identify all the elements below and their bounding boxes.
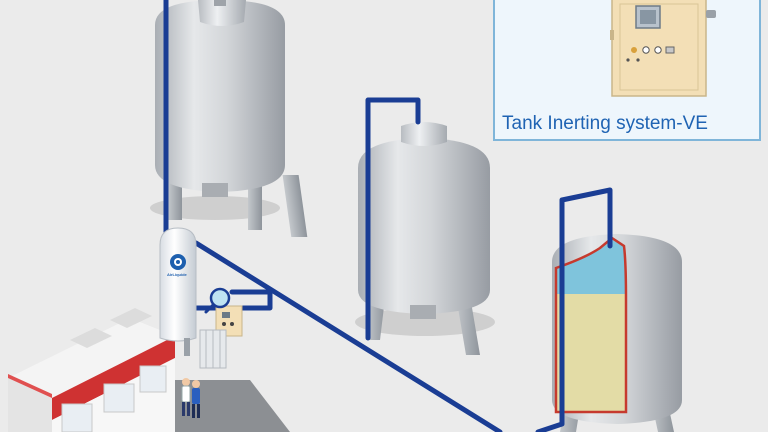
magnifier-icon (204, 287, 231, 314)
callout-panel: Tank Inerting system-VE (493, 0, 761, 141)
worker-figures (181, 378, 200, 418)
liquid-level (556, 294, 626, 412)
control-cabinet-illustration (610, 0, 716, 97)
process-tank-3-cutaway (552, 234, 682, 432)
building (8, 308, 175, 432)
nitrogen-storage-vessel (159, 227, 197, 356)
gas-blanket (556, 238, 626, 300)
process-tank-2 (355, 122, 495, 355)
vessel-brand-label: AirLiquide (167, 272, 188, 277)
control-box (199, 329, 227, 369)
callout-label: Tank Inerting system-VE (502, 113, 708, 134)
process-tank-1 (150, 0, 308, 237)
